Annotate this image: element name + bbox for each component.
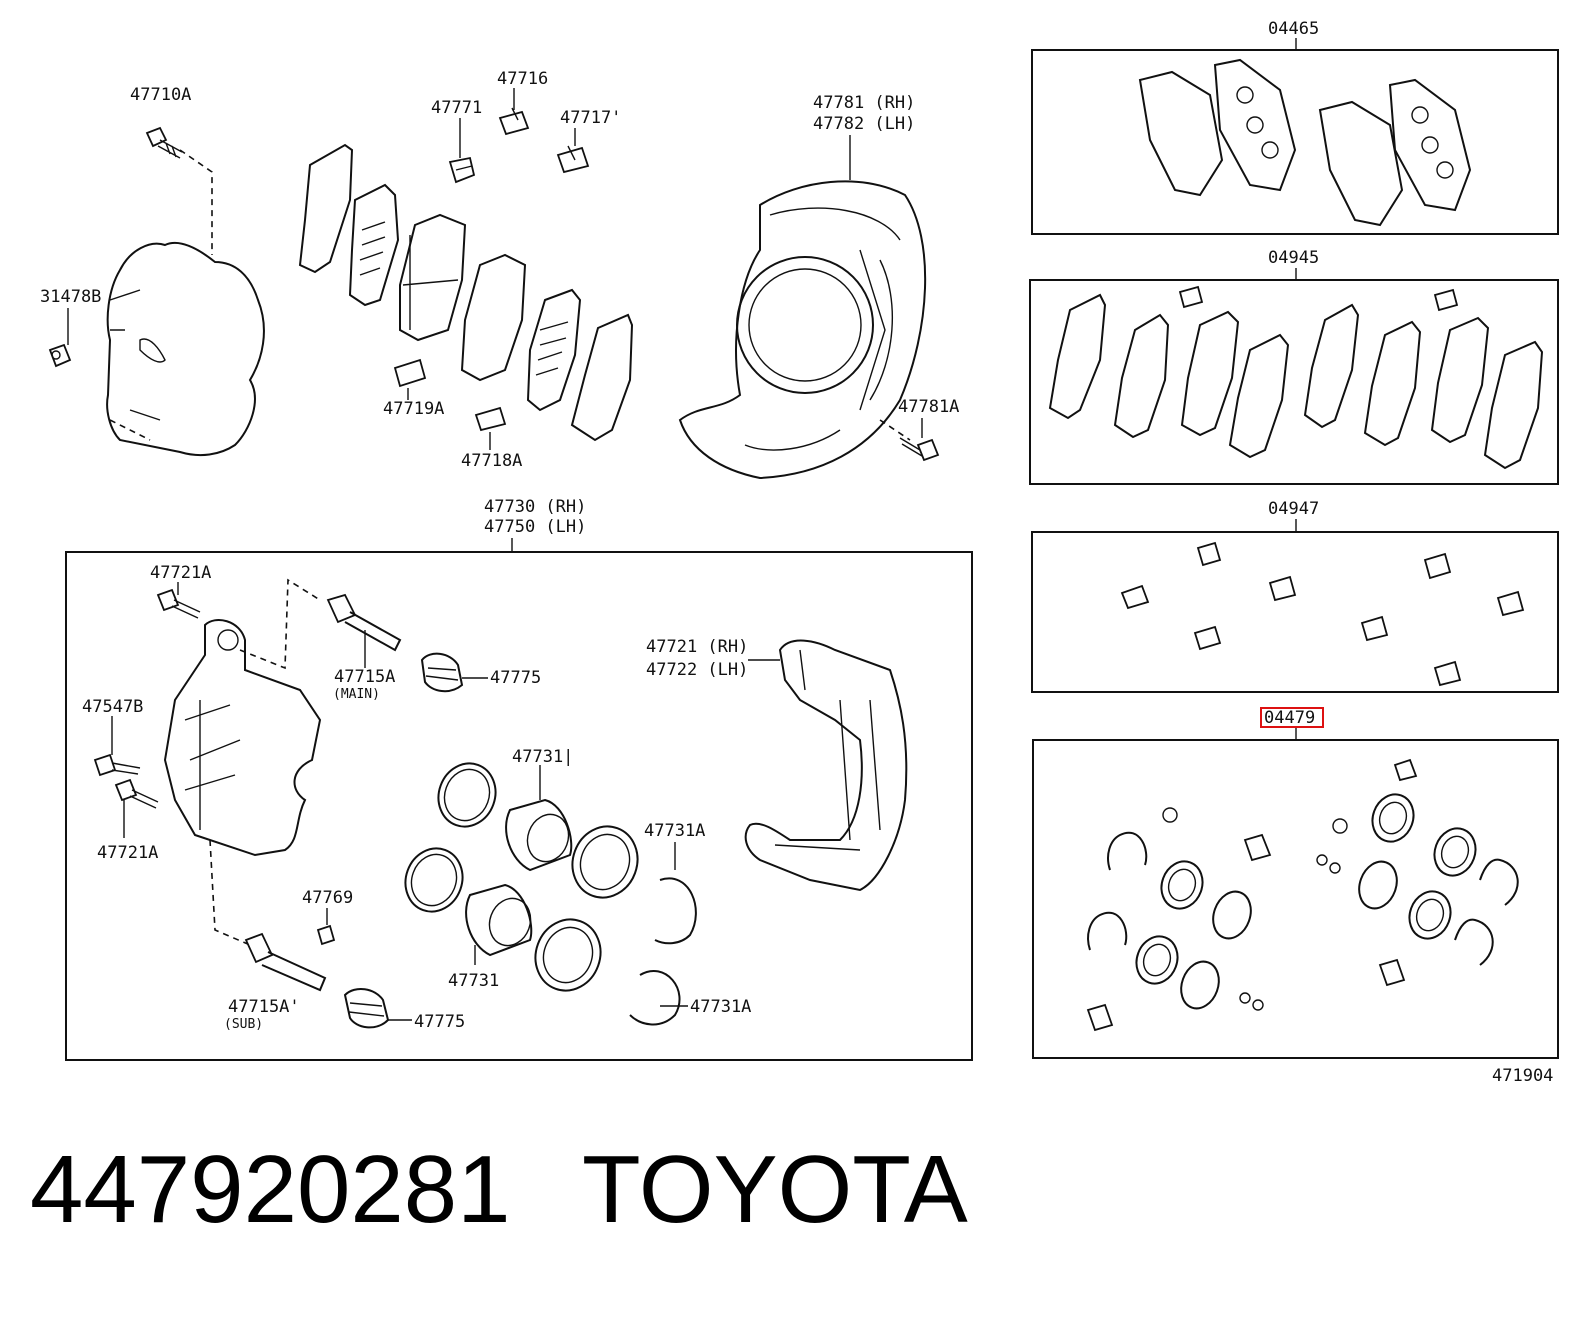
boot-47775-top-drawing <box>420 652 464 693</box>
clip-47719A-drawing <box>393 358 427 388</box>
plug-31478B-drawing <box>48 343 72 368</box>
disc-dust-cover-drawing <box>678 180 927 480</box>
caliper-mounting-bracket-drawing <box>744 639 908 892</box>
slide-pin-47715A-main-drawing <box>326 593 402 652</box>
kit-04945-shims-drawing <box>1048 285 1544 470</box>
label-47775-top: 47775 <box>490 668 541 688</box>
bolt-47721A-top-drawing <box>156 588 201 619</box>
label-47731-bottom: 47731 <box>448 971 499 991</box>
cap-47769-drawing <box>316 924 336 946</box>
label-47715A-sub-note: (SUB) <box>224 1017 263 1032</box>
pad-and-shim-drawings <box>298 143 634 442</box>
label-47722-lh: 47722 (LH) <box>646 660 748 680</box>
label-47717: 47717' <box>560 108 621 128</box>
label-47719A: 47719A <box>383 399 444 419</box>
bolt-47710A-drawing <box>145 126 183 159</box>
kit-frame-04947 <box>1031 531 1559 693</box>
label-47782-lh: 47782 (LH) <box>813 114 915 134</box>
kit-label-04479: 04479 <box>1264 708 1315 728</box>
slide-pin-47715A-sub-drawing <box>244 932 327 992</box>
label-47781-rh: 47781 (RH) <box>813 93 915 113</box>
label-47715A-main-note: (MAIN) <box>333 687 380 702</box>
label-47731A-bottom: 47731A <box>690 997 751 1017</box>
kit-label-04465: 04465 <box>1268 19 1319 39</box>
label-47721A-top: 47721A <box>150 563 211 583</box>
label-47750-lh: 47750 (LH) <box>484 517 586 537</box>
diagram-reference-number: 471904 <box>1492 1066 1553 1086</box>
kit-04947-clips-drawing <box>1120 541 1525 687</box>
caliper-assembly-frame <box>65 551 973 1061</box>
label-47775-bottom: 47775 <box>414 1012 465 1032</box>
label-47769: 47769 <box>302 888 353 908</box>
clip-47716-drawing <box>498 107 530 136</box>
label-47715A-main: 47715A <box>334 667 395 687</box>
kit-label-04945: 04945 <box>1268 248 1319 268</box>
brand-caption: TOYOTA <box>582 1136 968 1243</box>
label-47716: 47716 <box>497 69 548 89</box>
bolt-47781A-drawing <box>899 437 940 462</box>
clip-47717-drawing <box>556 145 590 174</box>
label-47730-rh: 47730 (RH) <box>484 497 586 517</box>
clip-47771-drawing <box>448 156 476 184</box>
label-47771: 47771 <box>431 98 482 118</box>
label-47781A: 47781A <box>898 397 959 417</box>
clip-47718A-drawing <box>474 406 507 432</box>
kit-04465-pads-drawing <box>1138 58 1472 227</box>
part-number-caption: 447920281 <box>30 1136 511 1243</box>
kit-frame-04479 <box>1032 739 1559 1059</box>
kit-frame-04465 <box>1031 49 1559 235</box>
caliper-cylinder-drawing <box>163 619 322 857</box>
label-31478B: 31478B <box>40 287 101 307</box>
kit-label-04479-highlight <box>1260 707 1324 728</box>
boot-47775-bottom-drawing <box>343 988 390 1029</box>
kit-04479-seal-kit-drawing <box>1086 758 1519 1032</box>
piston-seals-and-pistons-drawing <box>404 762 697 1026</box>
bolt-47721A-bottom-drawing <box>114 778 159 809</box>
kit-frame-04945 <box>1029 279 1559 485</box>
label-47731A-top: 47731A <box>644 821 705 841</box>
label-47731-top: 47731| <box>512 747 573 767</box>
bleeder-47547B-drawing <box>93 753 141 777</box>
label-47710A: 47710A <box>130 85 191 105</box>
label-47547B: 47547B <box>82 697 143 717</box>
caliper-housing-drawing <box>106 149 265 457</box>
label-47721A-bottom: 47721A <box>97 843 158 863</box>
kit-label-04947: 04947 <box>1268 499 1319 519</box>
label-47715A-sub: 47715A' <box>228 997 300 1017</box>
label-47718A: 47718A <box>461 451 522 471</box>
label-47721-rh: 47721 (RH) <box>646 637 748 657</box>
